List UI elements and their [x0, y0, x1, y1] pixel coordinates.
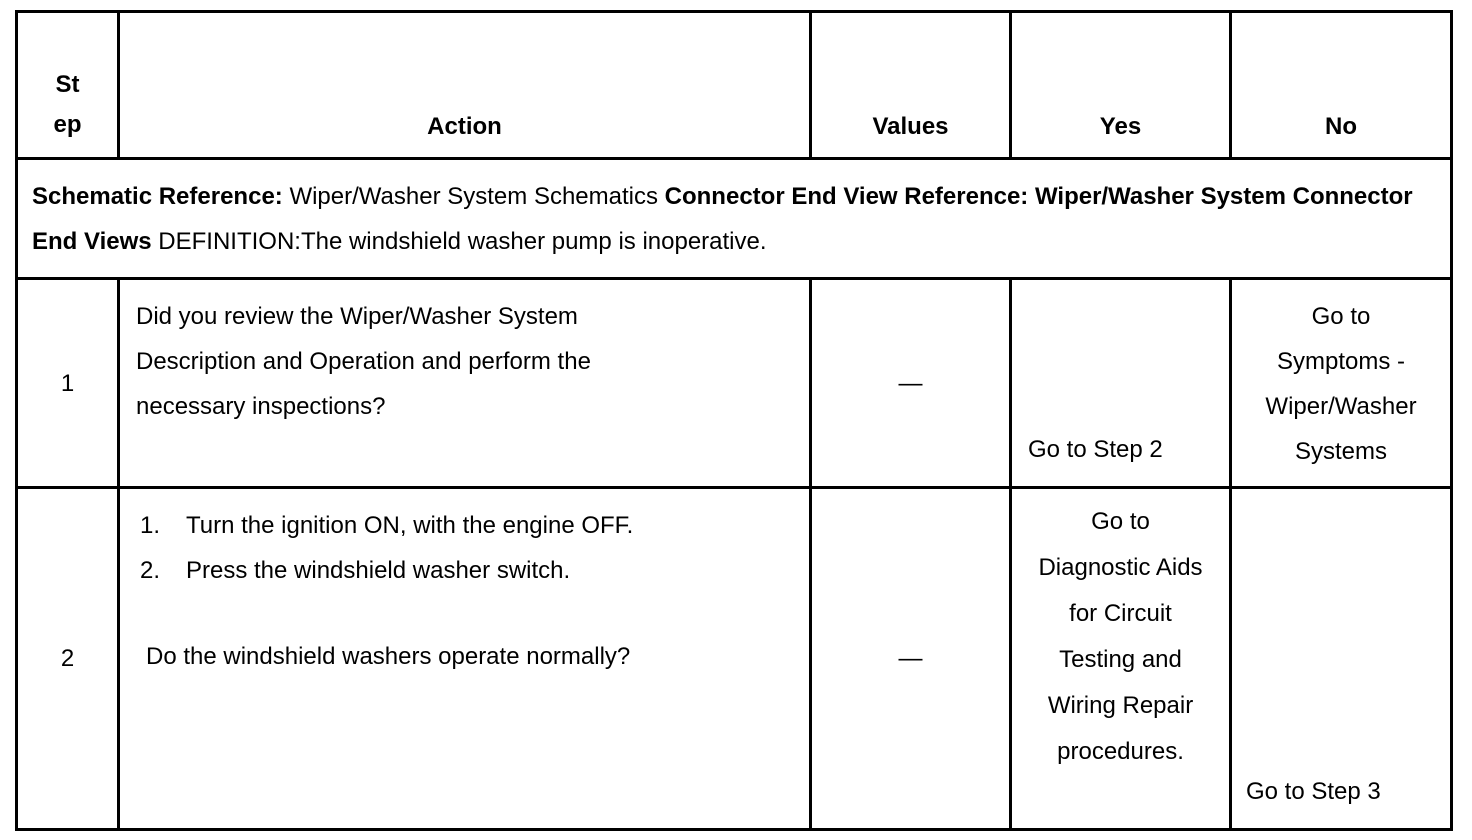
header-step-line1: St: [55, 71, 80, 98]
no-cell[interactable]: Go to Symptoms - Wiper/Washer Systems: [1229, 277, 1453, 489]
connector-reference[interactable]: Connector End View Reference: Wiper/Wash…: [32, 182, 1413, 255]
header-action: Action: [117, 10, 812, 160]
step-text: Turn the ignition ON, with the engine OF…: [186, 512, 634, 539]
definition-text: DEFINITION:The windshield washer pump is…: [151, 227, 767, 255]
table-row: 1 Did you review the Wiper/Washer System…: [15, 277, 1453, 489]
yes-cell[interactable]: Go to Step 2: [1009, 277, 1232, 489]
header-row: St ep Action Values Yes No: [15, 10, 1453, 160]
schematic-reference-link[interactable]: Wiper/Washer System Schematics: [282, 182, 665, 210]
header-yes: Yes: [1009, 10, 1232, 160]
header-step: St ep: [15, 10, 120, 160]
step-num: 1.: [140, 512, 161, 539]
action-cell: Did you review the Wiper/Washer System D…: [117, 277, 812, 489]
action-cell: 1. Turn the ignition ON, with the engine …: [117, 486, 812, 831]
step-number: 1: [15, 277, 120, 489]
reference-row: Schematic Reference: Wiper/Washer System…: [15, 157, 1453, 280]
header-values: Values: [809, 10, 1012, 160]
action-step: 2. Press the windshield washer switch.: [140, 548, 799, 593]
step-text: Press the windshield washer switch.: [186, 557, 571, 584]
step-number: 2: [15, 486, 120, 831]
values-cell: —: [809, 277, 1012, 489]
values-cell: —: [809, 486, 1012, 831]
action-steps: 1. Turn the ignition ON, with the engine …: [140, 503, 799, 593]
diagnostic-table: St ep Action Values Yes No Schematic Refe…: [15, 10, 1453, 831]
step-num: 2.: [140, 557, 161, 584]
header-no: No: [1229, 10, 1453, 160]
action-question: Do the windshield washers operate normal…: [146, 643, 631, 670]
no-cell[interactable]: Go to Step 3: [1229, 486, 1453, 831]
reference-cell: Schematic Reference: Wiper/Washer System…: [15, 157, 1453, 280]
yes-cell[interactable]: Go to Diagnostic Aids for Circuit Testin…: [1009, 486, 1232, 831]
action-step: 1. Turn the ignition ON, with the engine …: [140, 503, 799, 548]
schematic-reference-label: Schematic Reference:: [32, 182, 283, 210]
header-step-line2: ep: [53, 111, 82, 138]
table-row: 2 1. Turn the ignition ON, with the engin…: [15, 486, 1453, 831]
